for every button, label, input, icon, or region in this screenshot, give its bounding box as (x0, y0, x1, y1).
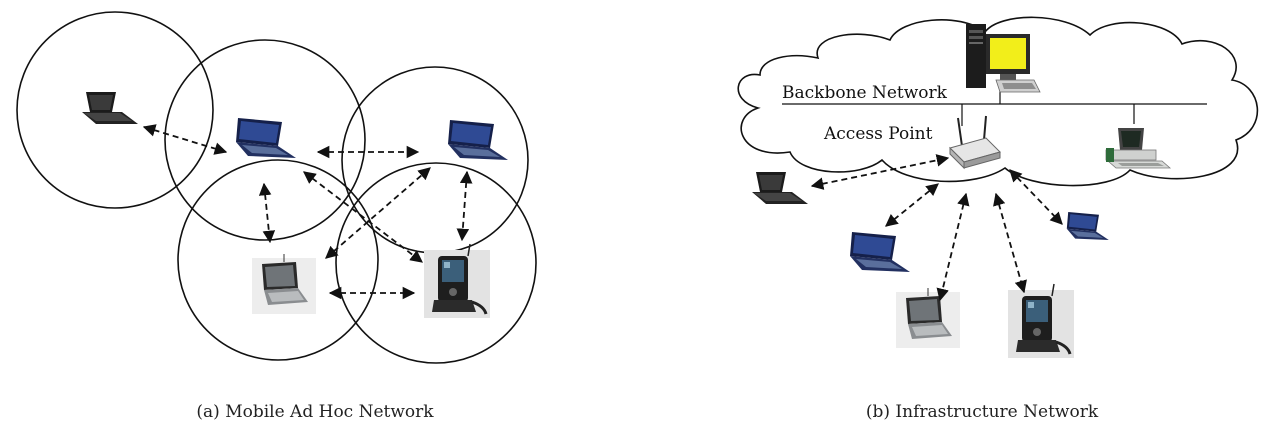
pda-icon (1006, 282, 1076, 360)
laptop-icon (448, 120, 508, 160)
link-arrow (1009, 169, 1063, 225)
range-circle-3 (341, 66, 529, 254)
access-point-label: Access Point (823, 124, 933, 144)
laptop-icon (850, 232, 910, 272)
caption-infrastructure: (b) Infrastructure Network (866, 402, 1099, 422)
link-arrow (936, 192, 970, 302)
range-circle-5 (335, 162, 537, 364)
link-arrow (258, 182, 276, 244)
panel-infrastructure: Backbone Network Access Point (b) Infras… (737, 16, 1259, 422)
laptop-icon (82, 92, 138, 124)
link-arrow (325, 167, 431, 259)
laptop-icon (251, 253, 317, 315)
range-circle-1 (16, 11, 214, 209)
link-arrow (810, 154, 950, 190)
laptop-icon (752, 172, 808, 204)
link-arrow (993, 192, 1027, 294)
link-arrow (456, 170, 473, 242)
laptop-icon (1066, 212, 1109, 240)
laptop-icon (895, 287, 961, 349)
laptop-icon (236, 118, 296, 158)
pda-icon (422, 242, 492, 320)
server-computer-icon (965, 23, 1041, 93)
caption-ad-hoc: (a) Mobile Ad Hoc Network (196, 402, 434, 422)
link-arrow (885, 183, 939, 227)
backbone-network-label: Backbone Network (782, 83, 948, 103)
panel-ad-hoc: (a) Mobile Ad Hoc Network (16, 11, 537, 422)
link-arrow (142, 124, 228, 155)
